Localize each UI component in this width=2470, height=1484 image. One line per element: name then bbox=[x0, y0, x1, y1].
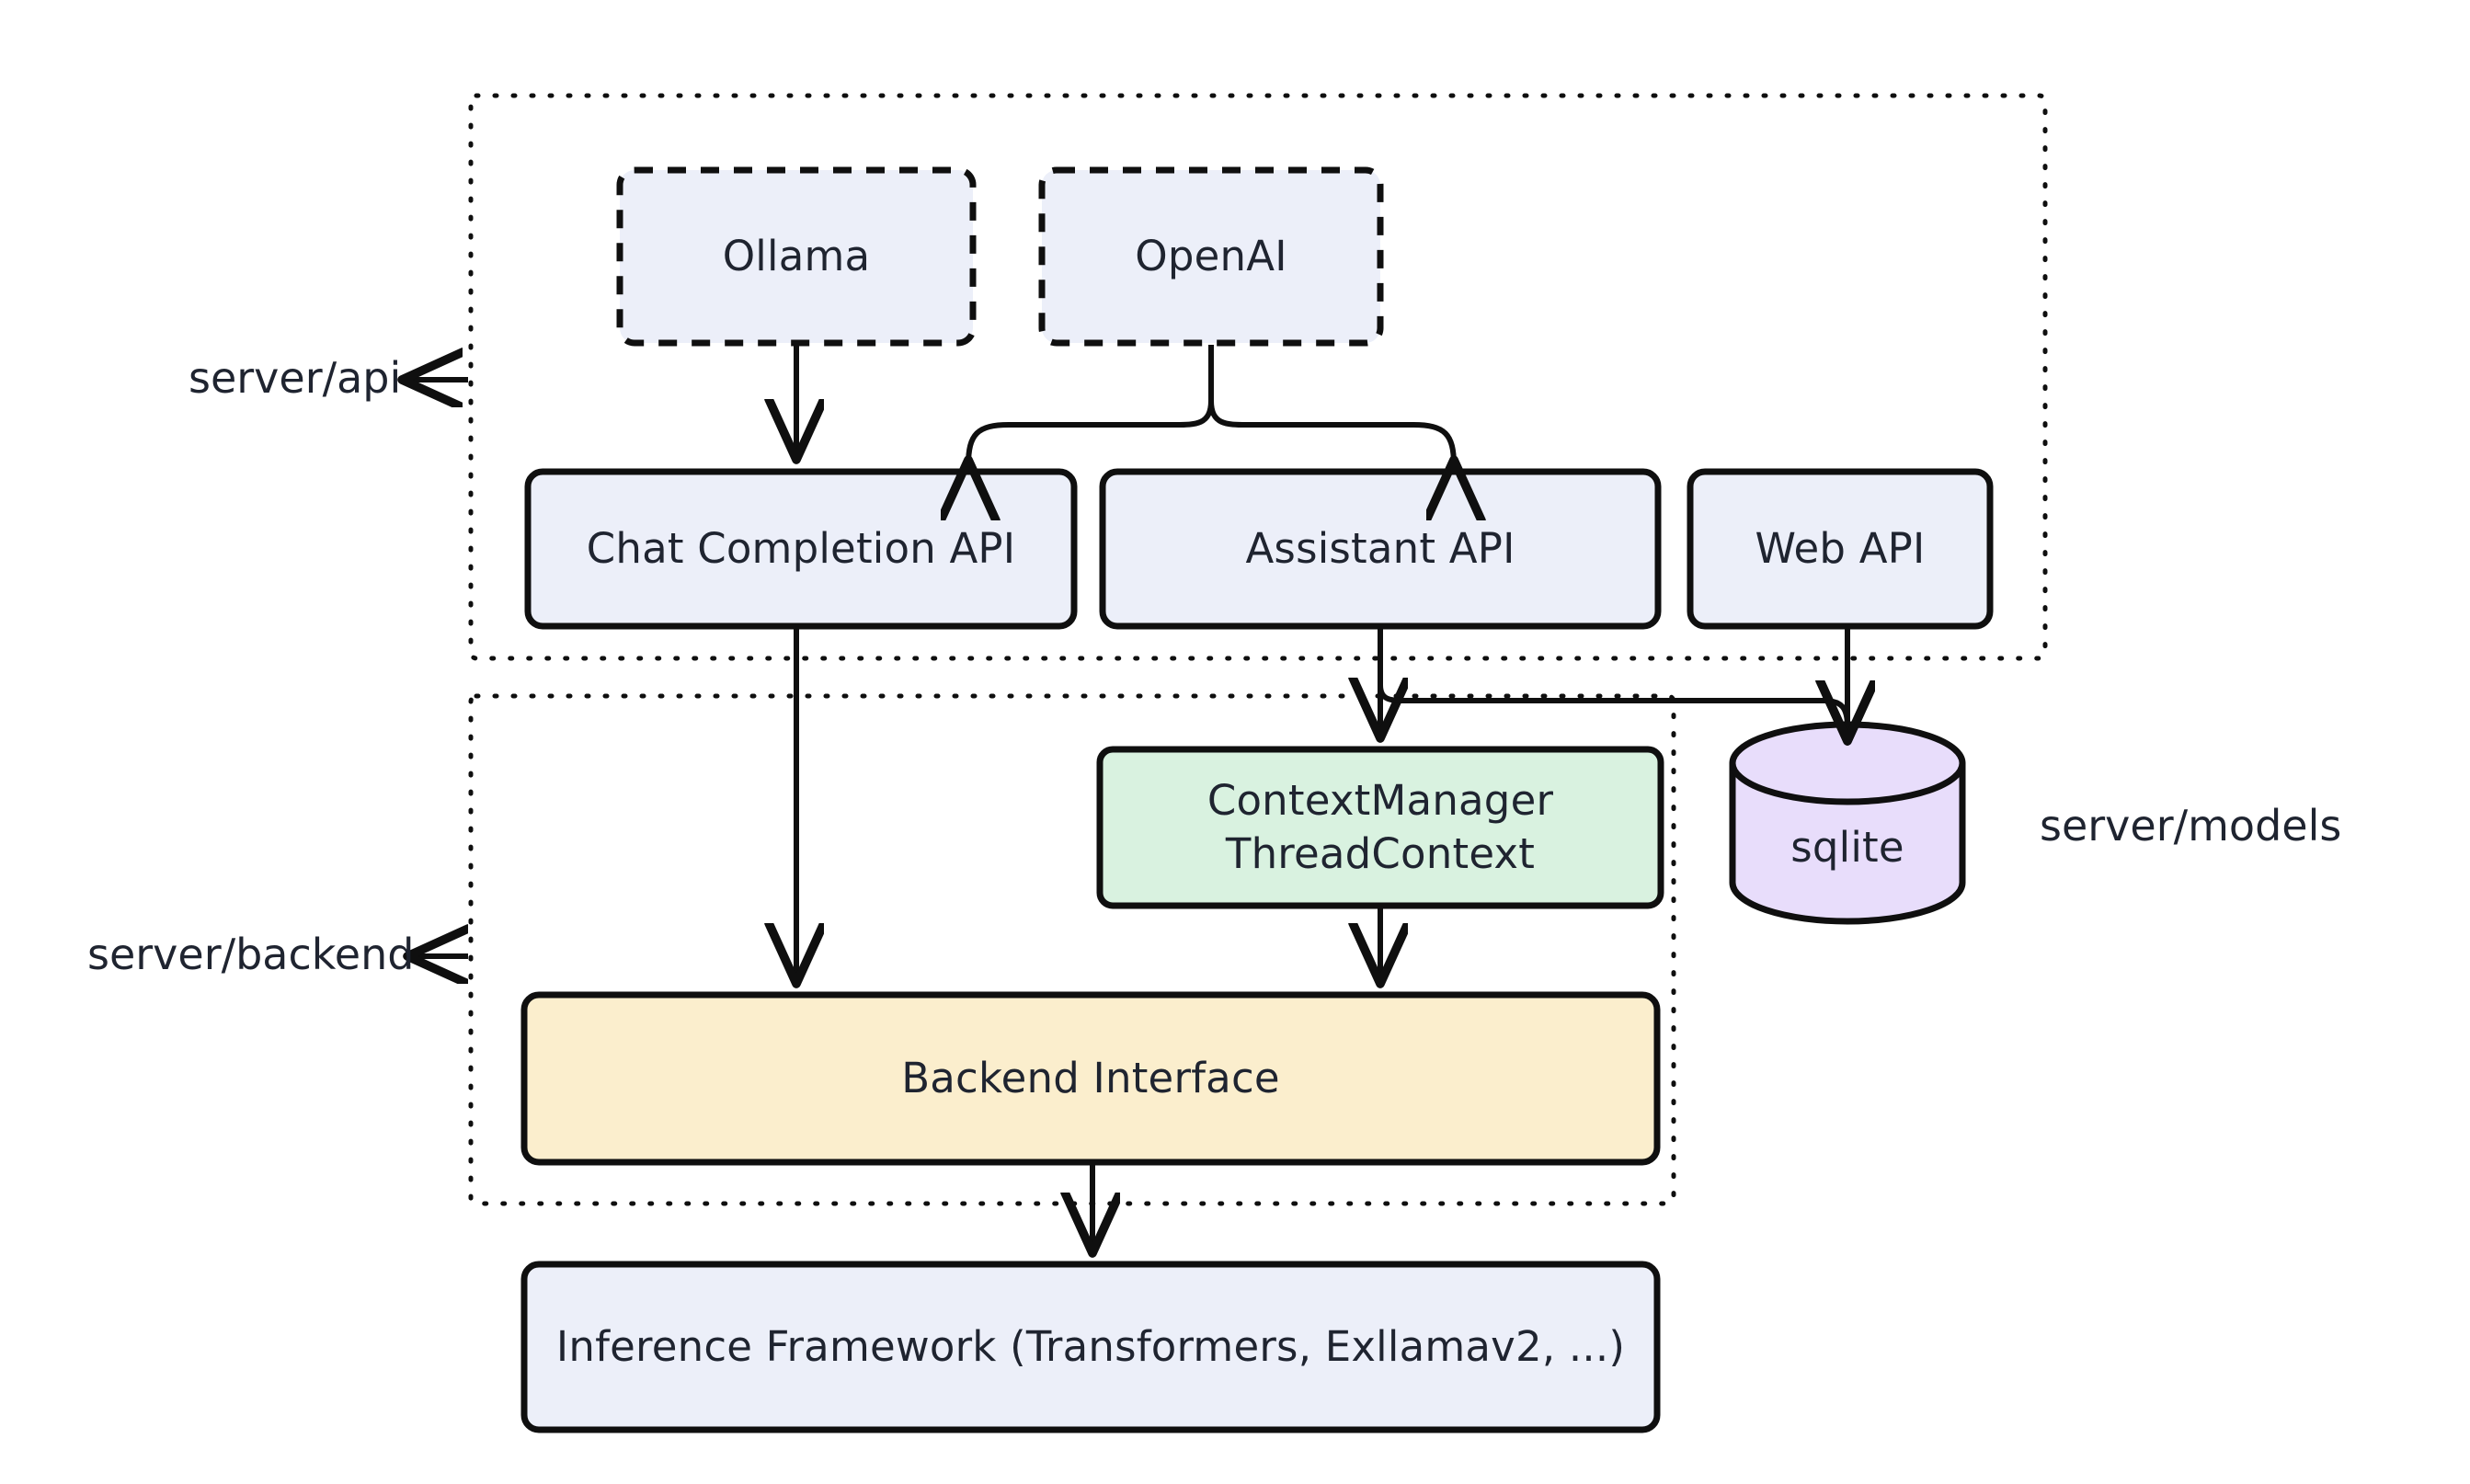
node-ollama[interactable] bbox=[616, 166, 977, 347]
node-inference-framework[interactable] bbox=[520, 1261, 1661, 1433]
group-label-server-api: server/api bbox=[189, 353, 402, 403]
node-chat-completion-api[interactable] bbox=[524, 468, 1078, 630]
node-sqlite[interactable] bbox=[1729, 721, 1966, 925]
node-hit-ollama[interactable] bbox=[620, 170, 973, 343]
node-hit-backend-interface[interactable] bbox=[524, 995, 1657, 1162]
node-assistant-api[interactable] bbox=[1099, 468, 1662, 630]
group-label-server-backend: server/backend bbox=[87, 930, 415, 979]
node-hit-chat-completion-api[interactable] bbox=[528, 472, 1074, 626]
node-hit-assistant-api[interactable] bbox=[1103, 472, 1658, 626]
node-hit-inference-framework[interactable] bbox=[524, 1264, 1657, 1430]
node-hit-sqlite[interactable] bbox=[1732, 725, 1962, 921]
node-backend-interface[interactable] bbox=[520, 991, 1661, 1166]
node-web-api[interactable] bbox=[1687, 468, 1994, 630]
edge-openai-split bbox=[968, 345, 1454, 465]
node-openai[interactable] bbox=[1038, 166, 1384, 347]
node-hit-context-manager[interactable] bbox=[1100, 749, 1661, 906]
node-hit-web-api[interactable] bbox=[1690, 472, 1990, 626]
group-label-server-models: server/models bbox=[2040, 801, 2342, 850]
node-context-manager[interactable] bbox=[1096, 746, 1664, 909]
node-hit-openai[interactable] bbox=[1042, 170, 1380, 343]
